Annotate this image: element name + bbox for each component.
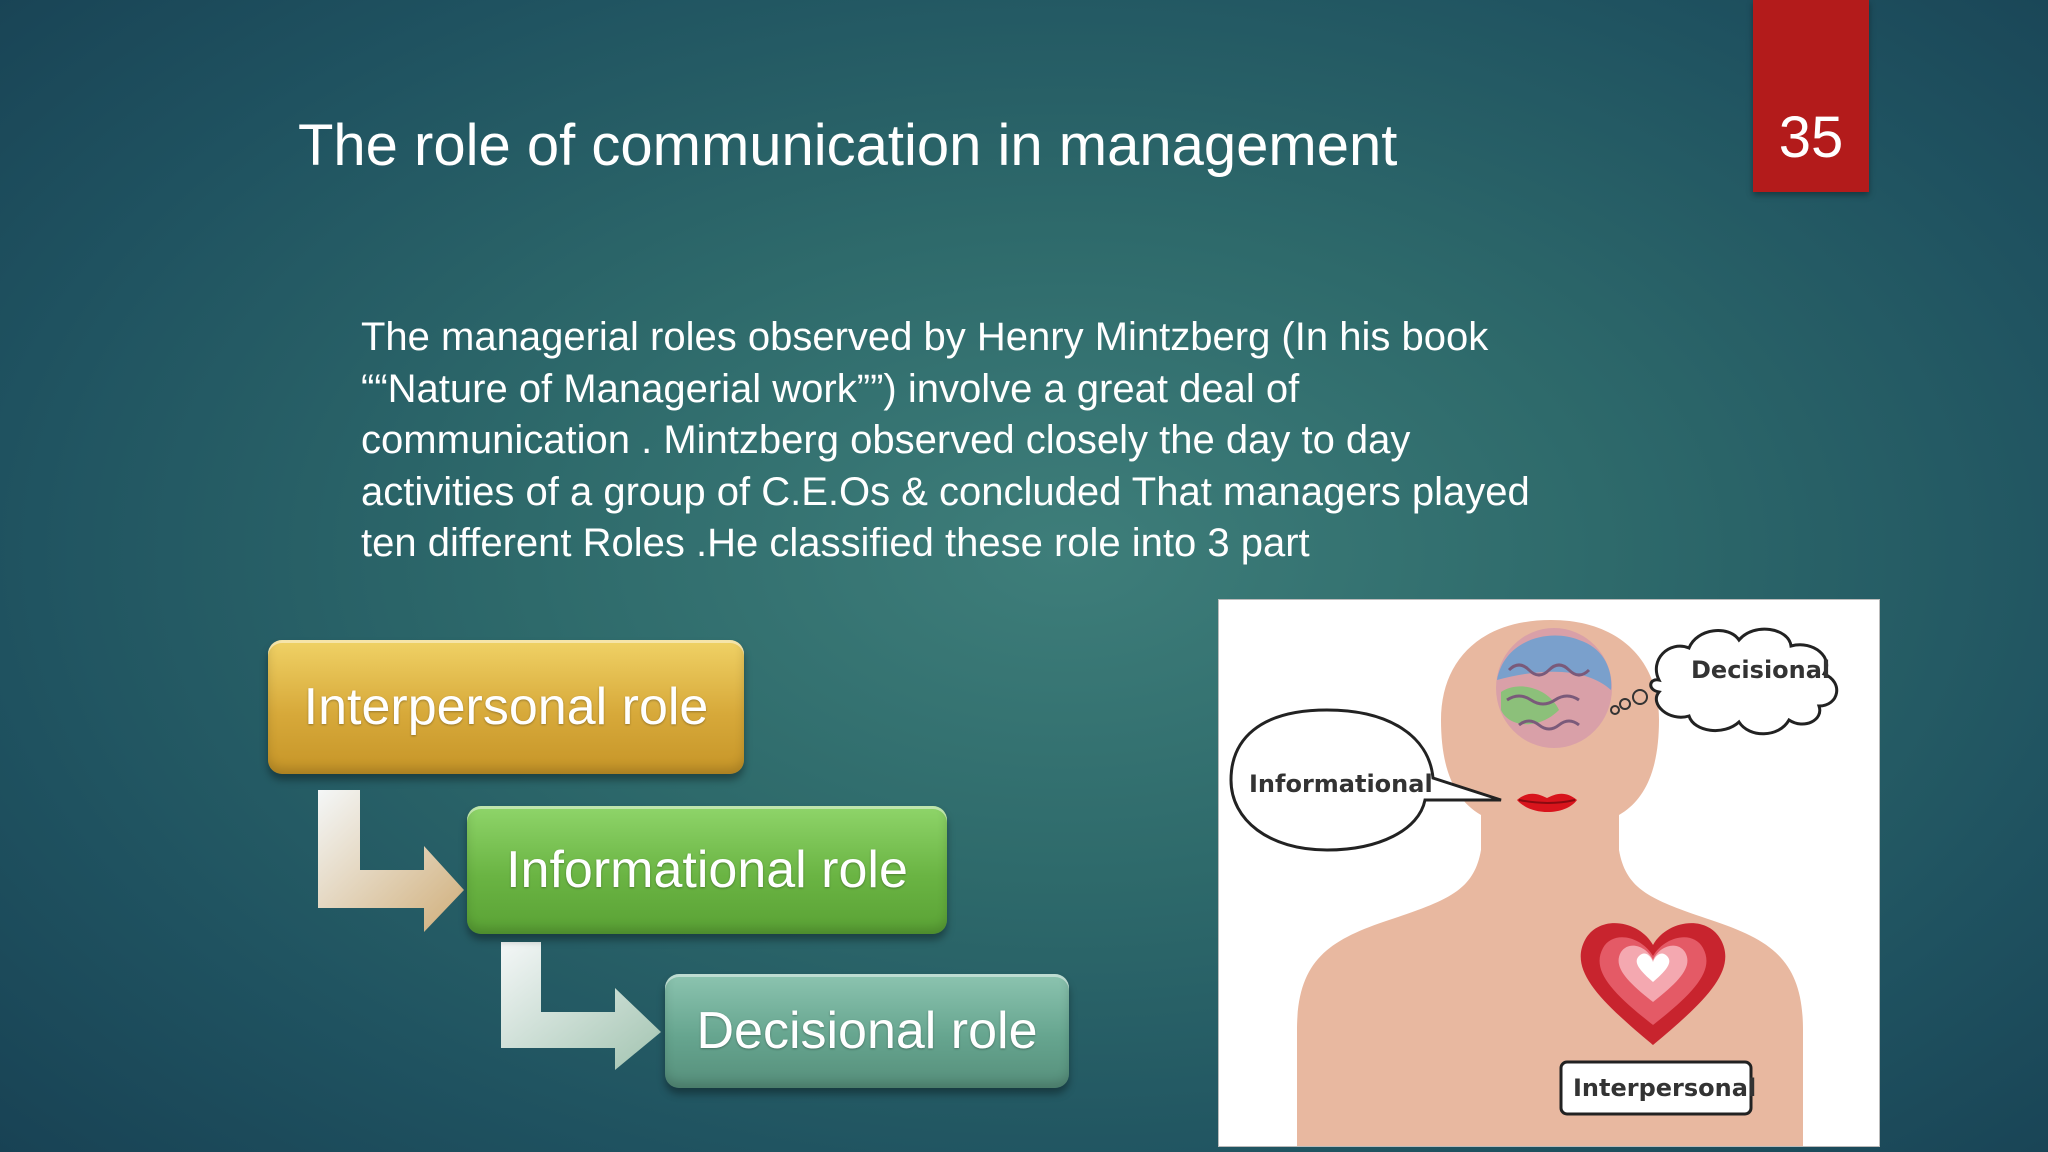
thought-cloud — [1649, 627, 1839, 736]
role-box-decisional: Decisional role — [665, 974, 1069, 1088]
body-line: activities of a group of C.E.Os & conclu… — [361, 469, 1530, 514]
body-line: communication . Mintzberg observed close… — [361, 418, 1411, 462]
figure-label-informational: Informational — [1249, 770, 1433, 798]
slide-title: The role of communication in management — [298, 113, 1398, 178]
flow-arrow-icon — [501, 942, 661, 1070]
page-number-badge: 35 — [1753, 0, 1869, 192]
role-box-informational: Informational role — [467, 806, 947, 934]
mintzberg-figure: Decisional Informational Interpersonal — [1218, 599, 1880, 1147]
label-box — [1559, 1060, 1753, 1116]
heart-icon — [1580, 923, 1726, 1045]
body-line: The managerial roles observed by Henry M… — [361, 315, 1489, 359]
figure-label-decisional: Decisional — [1691, 656, 1831, 684]
brain-icon — [1496, 628, 1612, 748]
role-box-interpersonal: Interpersonal role — [268, 640, 744, 774]
figure-label-interpersonal: Interpersonal — [1573, 1074, 1757, 1102]
flow-arrow-icon — [318, 790, 464, 932]
body-paragraph: The managerial roles observed by Henry M… — [361, 312, 1661, 570]
human-figure-illustration — [1229, 620, 1839, 1146]
body-line: ten different Roles .He classified these… — [361, 521, 1310, 565]
body-line: ““Nature of Managerial work””) involve a… — [361, 366, 1300, 411]
page-number: 35 — [1778, 105, 1844, 170]
speech-bubble — [1229, 708, 1502, 852]
